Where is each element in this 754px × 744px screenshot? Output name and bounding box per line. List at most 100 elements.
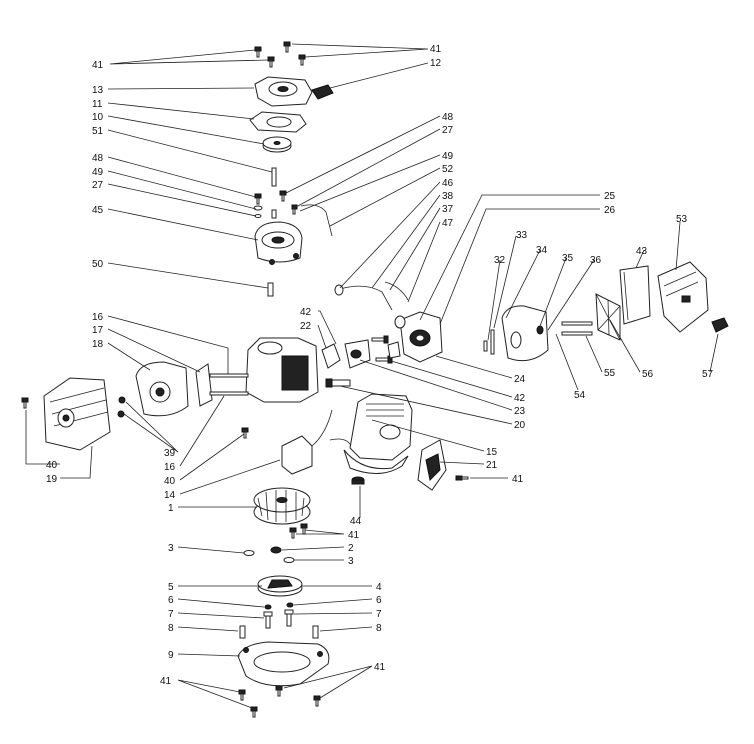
flywheel-1 — [253, 487, 311, 525]
fuel-hose-37-47 — [384, 281, 409, 301]
side-cover-21 — [417, 439, 447, 491]
screw-41-bottom-b — [250, 706, 258, 718]
nut-2 — [270, 546, 282, 554]
stud-16-lower — [209, 391, 249, 396]
washer-3-left — [243, 550, 255, 556]
cylinder-block — [245, 337, 319, 403]
screw-32 — [483, 340, 488, 352]
label-12: 12 — [430, 58, 442, 69]
label-11: 11 — [92, 99, 103, 110]
label-21: 21 — [486, 460, 498, 471]
label-34: 34 — [536, 245, 548, 256]
label-41: 41 — [160, 676, 172, 687]
cover-knob-57 — [711, 317, 729, 333]
screw-41-top-a — [254, 46, 262, 58]
label-41: 41 — [512, 474, 524, 485]
label-16: 16 — [92, 312, 104, 323]
screw-39-b — [117, 410, 125, 418]
crankcase-base — [343, 449, 409, 474]
washer-6-right — [286, 602, 294, 608]
label-40: 40 — [46, 460, 58, 471]
label-41: 41 — [92, 60, 104, 71]
bolt-7-right — [284, 609, 294, 627]
insulator-23 — [344, 339, 371, 369]
screw-41-top-d — [298, 54, 306, 66]
label-36: 36 — [590, 255, 602, 266]
label-41: 41 — [374, 662, 386, 673]
bolt-42-a — [371, 335, 389, 344]
muffler-18 — [135, 361, 189, 417]
shaft-51 — [271, 167, 277, 187]
label-18: 18 — [92, 339, 104, 350]
label-49: 49 — [92, 167, 104, 178]
label-42: 42 — [514, 393, 526, 404]
screw-41-mid-a — [289, 527, 297, 539]
screw-40-left — [21, 397, 29, 409]
label-3: 3 — [348, 556, 354, 567]
gasket-carb — [387, 341, 401, 359]
air-filter-element-43 — [619, 265, 651, 325]
label-13: 13 — [92, 85, 104, 96]
screw-39-a — [118, 396, 126, 404]
label-45: 45 — [92, 205, 104, 216]
label-42: 42 — [300, 307, 312, 318]
fan-housing-45 — [254, 221, 303, 265]
label-50: 50 — [92, 259, 104, 270]
screw-48-center — [254, 193, 262, 205]
air-filter-cover-53 — [657, 261, 709, 333]
screw-33 — [490, 329, 495, 355]
label-16: 16 — [164, 462, 176, 473]
label-51: 51 — [92, 126, 104, 137]
screw-41-bottom-c — [275, 685, 283, 697]
label-7: 7 — [168, 609, 174, 620]
label-49: 49 — [442, 151, 454, 162]
label-40: 40 — [164, 476, 176, 487]
washer-49-center — [253, 205, 263, 211]
fuel-line-52 — [300, 204, 333, 237]
recoil-starter-housing-13 — [254, 76, 313, 107]
washer-6-left — [264, 604, 272, 610]
screw-41-bottom-d — [313, 695, 321, 707]
gasket-22 — [321, 343, 341, 369]
label-24: 24 — [514, 374, 526, 385]
pin-50 — [267, 282, 274, 297]
label-35: 35 — [562, 253, 574, 264]
label-48: 48 — [92, 153, 104, 164]
label-33: 33 — [516, 230, 528, 241]
pin-8-right — [312, 625, 319, 639]
label-1: 1 — [168, 503, 174, 514]
label-14: 14 — [164, 490, 176, 501]
label-23: 23 — [514, 406, 526, 417]
screw-41-top-c — [267, 56, 275, 68]
label-17: 17 — [92, 325, 104, 336]
label-27: 27 — [442, 125, 454, 136]
leader-lines — [25, 43, 719, 709]
label-25: 25 — [604, 191, 616, 202]
label-27: 27 — [92, 180, 104, 191]
label-8: 8 — [376, 623, 382, 634]
stud-16-upper — [209, 373, 249, 378]
screw-27-right — [291, 204, 298, 215]
label-6: 6 — [168, 595, 174, 606]
label-8: 8 — [168, 623, 174, 634]
label-15: 15 — [486, 447, 498, 458]
label-19: 19 — [46, 474, 58, 485]
clutch-housing-9 — [237, 641, 330, 687]
screw-41-right — [455, 475, 469, 481]
clutch-4 — [257, 575, 303, 597]
label-41: 41 — [430, 44, 442, 55]
label-2: 2 — [348, 543, 354, 554]
label-53: 53 — [676, 214, 688, 225]
screw-41-top-b — [283, 41, 291, 53]
label-39: 39 — [164, 448, 176, 459]
screw-48-right — [279, 190, 287, 202]
callout-labels: 41 41 12 13 11 10 51 48 49 27 45 50 48 2… — [46, 44, 714, 687]
label-43: 43 — [636, 246, 648, 257]
screw-40-center — [241, 427, 249, 439]
label-52: 52 — [442, 164, 454, 175]
label-26: 26 — [604, 205, 616, 216]
fuel-hose-46-38 — [334, 284, 393, 311]
label-54: 54 — [574, 390, 586, 401]
spark-plug-20 — [325, 378, 351, 388]
